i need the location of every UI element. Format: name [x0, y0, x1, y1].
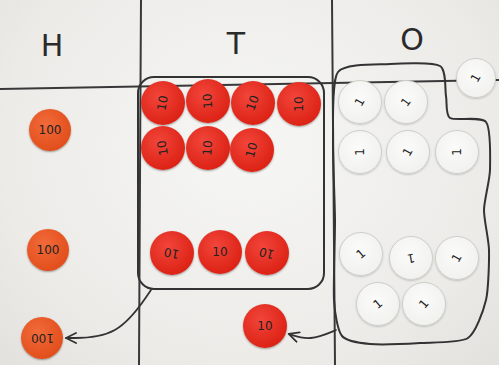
loop-line [333, 63, 490, 344]
counter-value: 10 [156, 94, 170, 111]
counter-value: 100 [31, 332, 54, 344]
counter-value: 10 [201, 140, 214, 156]
counter-value: 10 [156, 139, 170, 156]
counter-value: 1 [353, 96, 367, 109]
ten-counter: 10 [186, 126, 230, 170]
ten-counter: 10 [141, 126, 185, 170]
counter-value: 1 [469, 72, 483, 85]
ten-counter: 10 [231, 81, 275, 125]
one-counter: 1 [386, 130, 430, 174]
column-heading: O [400, 25, 424, 55]
counter-value: 1 [450, 252, 464, 265]
counter-value: 1 [354, 247, 368, 261]
one-counter: 1 [339, 232, 383, 276]
one-counter: 1 [435, 236, 479, 280]
counter-value: 1 [354, 148, 366, 156]
counter-value: 100 [37, 244, 60, 256]
one-counter: 1 [435, 130, 479, 174]
one-counter: 1 [384, 80, 428, 124]
counter-value: 10 [244, 141, 260, 159]
one-counter: 1 [356, 282, 400, 326]
counter-value: 1 [417, 297, 431, 311]
ten-counter: 10 [141, 81, 185, 125]
one-counter: 1 [402, 282, 446, 326]
group-loop: 10 10 10 10 10 10 10 10 10 10 [137, 76, 325, 290]
regroup-arrow [66, 290, 151, 338]
counter-value: 100 [39, 124, 62, 136]
ten-counter: 10 [245, 231, 289, 275]
counter-value: 10 [212, 246, 227, 258]
counter-value: 10 [258, 245, 276, 261]
one-counter: 1 [338, 80, 382, 124]
column-heading: H [41, 31, 64, 61]
one-counter: 1 [389, 236, 433, 280]
counter-value: 1 [406, 251, 416, 264]
column-heading: T [227, 29, 245, 59]
counter-value: 1 [399, 95, 413, 108]
hundred-counter: 100 [27, 229, 69, 271]
ten-counter: 10 [243, 304, 287, 348]
counter-value: 1 [371, 297, 385, 311]
ten-counter: 10 [186, 79, 230, 123]
one-counter: 1 [456, 58, 496, 98]
counter-value: 1 [451, 148, 463, 156]
hundred-counter: 100 [29, 109, 71, 151]
group-loop: 1 1 1 1 1 1 1 1 1 1 [326, 58, 494, 354]
counter-value: 10 [293, 96, 305, 111]
counter-value: 10 [163, 246, 180, 260]
counter-value: 1 [401, 146, 415, 159]
counter-value: 10 [201, 93, 214, 109]
counter-value: 10 [245, 94, 262, 112]
ten-counter: 10 [277, 82, 321, 126]
ten-counter: 10 [230, 128, 274, 172]
ten-counter: 10 [150, 231, 194, 275]
loop-line [138, 77, 324, 289]
counter-value: 10 [257, 320, 272, 332]
one-counter: 1 [338, 130, 382, 174]
column-line [139, 0, 141, 365]
ten-counter: 10 [198, 230, 242, 274]
hundred-counter: 100 [21, 317, 63, 359]
regroup-arrow [289, 330, 336, 338]
